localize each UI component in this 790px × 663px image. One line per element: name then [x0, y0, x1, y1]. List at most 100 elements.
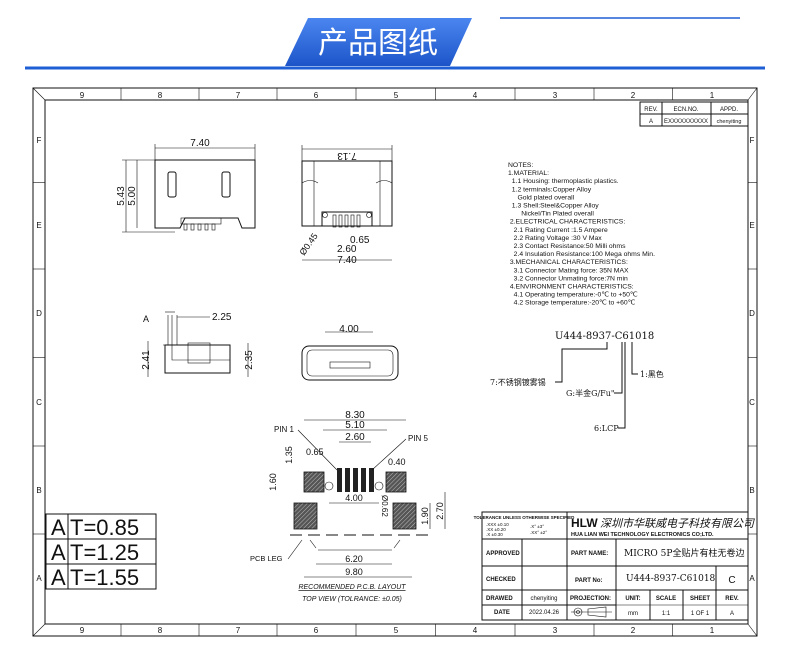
pcb-layout: 8.30 5.10 2.60 0.65 0.40 PIN 1 PIN 5 1.3… — [250, 410, 446, 603]
note-line: Nickel/Tin Plated overall — [508, 211, 594, 218]
thickness-value: T=0.85 — [70, 515, 139, 540]
zone-row-left: E — [36, 221, 41, 230]
dim-front-pitch: 0.65 — [350, 235, 370, 246]
pcb-pad — [345, 468, 350, 492]
zone-column-bottom: 3 — [553, 626, 558, 635]
zone-column-top: 4 — [473, 91, 478, 100]
zone-column-bottom: 2 — [631, 626, 636, 635]
part-no-label: PART No: — [575, 578, 603, 584]
zone-column-top: 8 — [158, 91, 163, 100]
zone-column-bottom: 7 — [236, 626, 241, 635]
legend-item-1: 1:黑色 — [640, 369, 664, 379]
top-view: 7.40 5.43 5.00 — [116, 138, 256, 233]
approved-label: APPROVED — [486, 551, 520, 557]
company-logo: HLW — [571, 516, 598, 530]
dim-pcb-620: 6.20 — [345, 554, 363, 564]
projection-label: PROJECTION: — [570, 596, 611, 602]
note-line: 2.3 Contact Resistance:50 Milli ohms — [508, 243, 626, 250]
zone-column-bottom: 6 — [314, 626, 319, 635]
notes: NOTES:1.MATERIAL: 1.1 Housing: thermopla… — [508, 162, 655, 307]
side-view: A 2.25 2.41 2.35 — [141, 311, 255, 377]
pin5-label: PIN 5 — [408, 434, 429, 443]
front-view: 7.13 7.40 0.65 2.60 Ø0.45 — [297, 145, 393, 266]
note-line: 4.1 Operating temperature:-0℃ to +50℃ — [508, 292, 638, 299]
zone-column-bottom: 1 — [710, 626, 715, 635]
dim-pcb-980: 9.80 — [345, 567, 363, 577]
note-line: 3.MECHANICAL CHARACTERISTICS: — [508, 259, 628, 266]
dim-pcb-040: 0.40 — [388, 457, 406, 467]
dim-pcb-190: 1.90 — [420, 507, 430, 525]
legend-item-g: G:半金G/Fu" — [566, 388, 615, 398]
thickness-a: A — [51, 515, 66, 540]
company-name-en: HUA LIAN WEI TECHNOLOGY ELECTRONICS CO;L… — [571, 532, 714, 538]
rev-letter: C — [728, 575, 735, 586]
dim-side-offset: 2.25 — [212, 312, 232, 323]
ecn-header: ECN.NO. — [673, 107, 698, 113]
zone-column-top: 1 — [710, 91, 715, 100]
dim-side-height-right: 2.35 — [244, 350, 255, 370]
rev-value: A — [649, 119, 653, 125]
part-code: U444-8937-C61018 — [555, 331, 654, 342]
note-line: 4.ENVIRONMENT CHARACTERISTICS: — [508, 284, 634, 291]
pcb-pad — [353, 468, 358, 492]
zone-column-bottom: 9 — [80, 626, 85, 635]
page-header: 产品图纸 — [25, 17, 765, 70]
dim-pcb-510: 5.10 — [345, 420, 365, 431]
rev-header: REV. — [644, 107, 658, 113]
zone-column-bottom: 4 — [473, 626, 478, 635]
note-line: 2.2 Rating Voltage :30 V Max — [508, 235, 602, 242]
end-view: 4.00 — [301, 324, 399, 381]
note-line: 2.4 Insulation Resistance:100 Mega ohms … — [508, 251, 655, 258]
dim-top-width: 7.40 — [190, 138, 210, 149]
date-value: 2022.04.26 — [529, 610, 560, 616]
checked-label: CHECKED — [486, 577, 516, 583]
zone-row-right: F — [750, 136, 755, 145]
dim-pcb-830: 8.30 — [345, 410, 365, 421]
zone-column-top: 7 — [236, 91, 241, 100]
pcb-pad — [337, 468, 342, 492]
zone-column-top: 3 — [553, 91, 558, 100]
dim-pcb-400: 4.00 — [345, 493, 363, 503]
pcb-layout-title: RECOMMENDED P.C.B. LAYOUT — [298, 584, 406, 591]
dim-pcb-260: 2.60 — [345, 432, 365, 443]
note-line: 1.2 terminals:Copper Alloy — [508, 186, 592, 193]
rev-label: REV. — [725, 596, 739, 602]
dim-side-height-left: 2.41 — [141, 350, 152, 370]
dim-end-width: 4.00 — [339, 324, 359, 335]
legend-item-6: 6:LCP — [594, 424, 619, 433]
pcb-leg-label: PCB LEG — [250, 554, 283, 563]
dim-pcb-065: 0.65 — [306, 447, 324, 457]
zone-row-left: D — [36, 309, 42, 318]
scale-label: SCALE — [656, 596, 676, 602]
thickness-value: T=1.55 — [70, 565, 139, 590]
dim-pcb-hole: Ø0.62 — [380, 495, 389, 517]
zone-row-left: B — [36, 486, 41, 495]
zone-row-right: B — [749, 486, 754, 495]
dim-front-span: 2.60 — [337, 244, 357, 255]
dim-side-a: A — [143, 314, 149, 324]
zone-row-right: C — [749, 398, 755, 407]
dim-pcb-135: 1.35 — [284, 446, 294, 464]
zone-column-top: 5 — [394, 91, 399, 100]
tol-1: .XXX ±0.10 — [486, 522, 509, 527]
page-title: 产品图纸 — [318, 26, 438, 61]
dim-front-width-bottom: 7.40 — [337, 255, 357, 266]
legend-item-7: 7:不锈钢镀雾锡 — [490, 377, 546, 387]
thickness-value: T=1.25 — [70, 540, 139, 565]
tol-5: .XX° ±2° — [530, 530, 547, 535]
ecn-value: EXXXXXXXXXX — [664, 119, 708, 125]
unit-value: mm — [628, 611, 638, 617]
scale-value: 1:1 — [662, 611, 671, 617]
pcb-pad — [369, 468, 374, 492]
note-line: 2.ELECTRICAL CHARACTERISTICS: — [508, 219, 625, 226]
zone-column-top: 6 — [314, 91, 319, 100]
dim-top-height-outer: 5.43 — [116, 186, 127, 206]
zone-row-right: E — [749, 221, 754, 230]
tolerance-title: TOLERANCE UNLESS OTHERWISE SPECIFIED — [474, 515, 576, 520]
note-line: 1.3 Shell:Steel&Copper Alloy — [508, 203, 599, 210]
thickness-a: A — [51, 540, 66, 565]
zone-column-bottom: 5 — [394, 626, 399, 635]
tol-2: .XX ±0.20 — [486, 527, 506, 532]
